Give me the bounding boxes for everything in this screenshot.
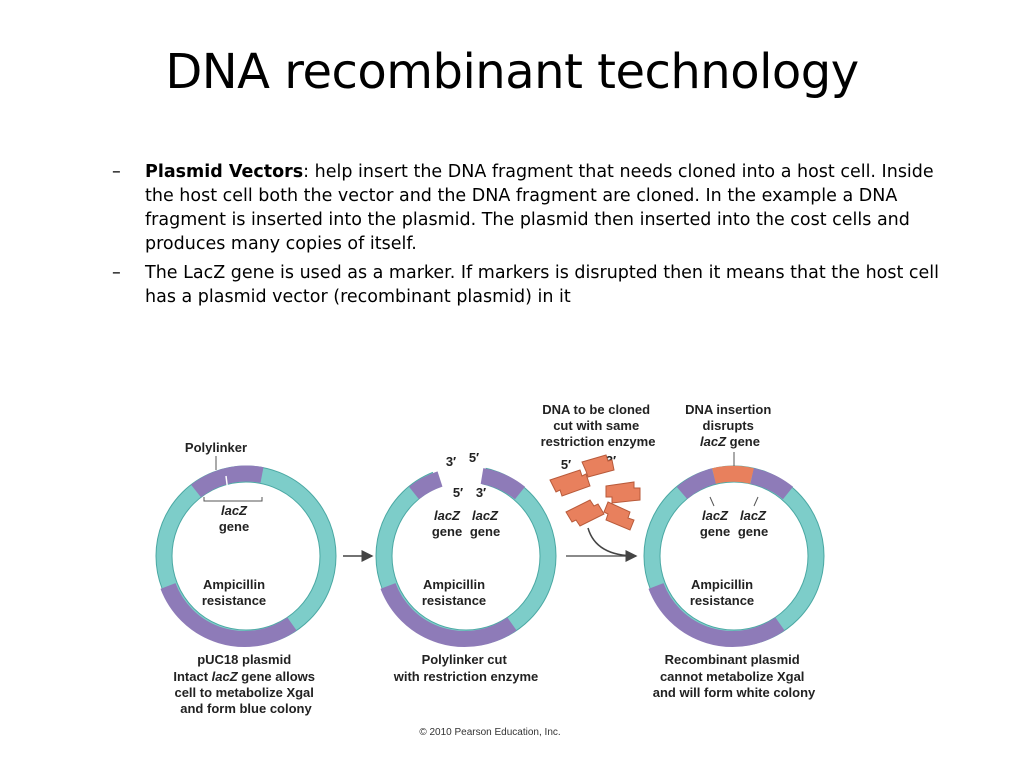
ampicillin-label: Ampicillin bbox=[691, 577, 753, 592]
insertion-caption: DNA insertion disrupts lacZ gene bbox=[685, 402, 775, 449]
polylinker-bracket bbox=[203, 497, 263, 502]
polylinker-label: Polylinker bbox=[185, 440, 247, 455]
lacz-left-segment bbox=[409, 471, 443, 500]
plasmid-2-caption: Polylinker cut with restriction enzyme bbox=[393, 652, 538, 684]
plasmid-1-caption: pUC18 plasmid Intact lacZ gene allows ce… bbox=[173, 652, 318, 716]
lacz-right-segment bbox=[750, 468, 794, 500]
end-label: 5′ bbox=[469, 450, 479, 465]
curved-arrow bbox=[587, 527, 638, 562]
dna-fragments: DNA to be cloned cut with same restricti… bbox=[541, 402, 656, 562]
bullet-text: : help insert the DNA fragment that need… bbox=[145, 162, 934, 254]
lacz-label: lacZ bbox=[434, 508, 461, 523]
copyright-text: © 2010 Pearson Education, Inc. bbox=[419, 727, 560, 738]
lacz-label: lacZ bbox=[740, 508, 767, 523]
gene-label: gene bbox=[700, 524, 730, 539]
fragments-caption: DNA to be cloned cut with same restricti… bbox=[541, 402, 656, 449]
gene-label: gene bbox=[432, 524, 462, 539]
lacz-label: lacZ bbox=[472, 508, 499, 523]
bullet-bold-term: Plasmid Vectors bbox=[145, 162, 304, 182]
polylinker-segment bbox=[191, 465, 264, 498]
gene-label: gene bbox=[219, 519, 249, 534]
bullet-item: – The LacZ gene is used as a marker. If … bbox=[112, 261, 952, 309]
gene-label: gene bbox=[738, 524, 768, 539]
bullet-text: The LacZ gene is used as a marker. If ma… bbox=[145, 263, 940, 307]
end-label: 3′ bbox=[446, 454, 456, 469]
dna-fragment bbox=[581, 454, 615, 478]
plasmid-3: DNA insertion disrupts lacZ gene lacZ ge… bbox=[643, 402, 825, 700]
slide-title: DNA recombinant technology bbox=[165, 44, 859, 100]
ampicillin-segment bbox=[648, 582, 785, 647]
lacz-left-segment bbox=[676, 468, 717, 500]
lacz-label: lacZ bbox=[702, 508, 729, 523]
ampicillin-label: Ampicillin bbox=[203, 577, 265, 592]
ampicillin-label: Ampicillin bbox=[423, 577, 485, 592]
dna-fragment bbox=[565, 499, 605, 527]
end-label: 3′ bbox=[476, 485, 486, 500]
gene-label: gene bbox=[470, 524, 500, 539]
lacz-right-segment bbox=[480, 468, 526, 500]
ampicillin-segment bbox=[160, 582, 297, 647]
bullet-item: – Plasmid Vectors: help insert the DNA fr… bbox=[112, 160, 952, 256]
inserted-fragment bbox=[712, 465, 754, 484]
dna-fragment bbox=[605, 481, 641, 504]
resistance-label: resistance bbox=[422, 593, 486, 608]
resistance-label: resistance bbox=[690, 593, 754, 608]
end-label: 5′ bbox=[561, 457, 571, 472]
plasmid-2: 3′ 5′ 5′ 3′ lacZ gene lacZ gene Ampicill… bbox=[375, 450, 557, 684]
end-label: 5′ bbox=[453, 485, 463, 500]
dna-fragment bbox=[549, 469, 591, 497]
bullet-dash: – bbox=[112, 263, 121, 283]
lacz-label: lacZ bbox=[221, 503, 248, 518]
plasmid-3-caption: Recombinant plasmid cannot metabolize Xg… bbox=[653, 652, 816, 700]
dna-fragment bbox=[603, 501, 635, 531]
plasmid-1: Polylinker lacZ gene Ampicillin resistan… bbox=[155, 440, 337, 716]
ampicillin-segment bbox=[380, 582, 517, 647]
bullet-dash: – bbox=[112, 162, 121, 182]
bullet-list: – Plasmid Vectors: help insert the DNA fr… bbox=[112, 160, 952, 314]
resistance-label: resistance bbox=[202, 593, 266, 608]
